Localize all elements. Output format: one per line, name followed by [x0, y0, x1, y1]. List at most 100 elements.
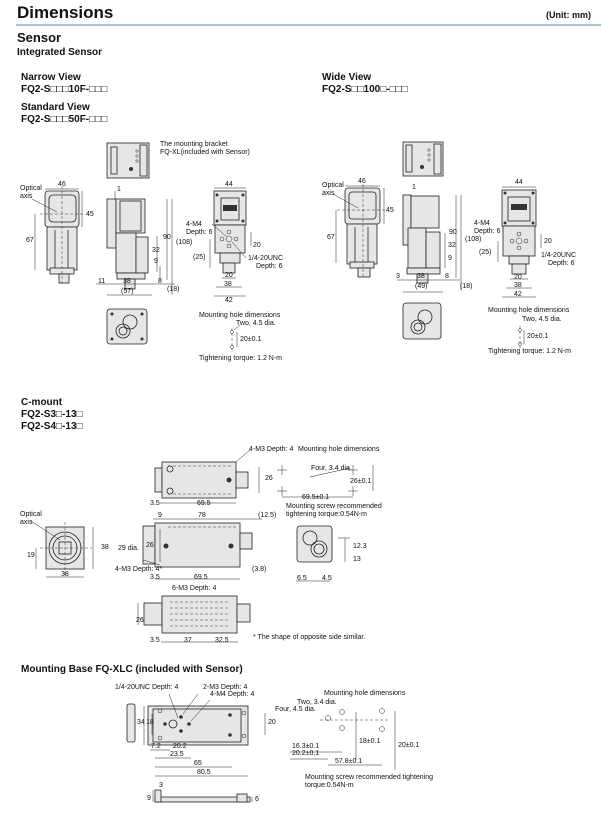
dim-label: 4.5	[322, 575, 332, 582]
dim-label: (108)	[176, 239, 193, 246]
dim-label: 44	[515, 179, 523, 186]
dim-label: 19	[27, 552, 35, 559]
dim-label: 20	[514, 274, 522, 281]
section-title: Sensor	[17, 30, 62, 45]
mount-hole-pitch: 20±0.1	[240, 336, 262, 343]
base-side-drawing	[126, 703, 136, 743]
dim-label: 32.5	[215, 637, 229, 644]
dim-label: 1	[412, 184, 416, 191]
mount-hole-pitch: 69.5±0.1	[302, 494, 330, 501]
dim-label: 9	[154, 258, 158, 265]
cmount-label: C-mount	[21, 397, 63, 408]
optical-axis-label: Optical	[20, 185, 42, 192]
dim-label: 8	[158, 278, 162, 285]
dim-label: 26	[265, 475, 273, 482]
dim-label: 20	[544, 238, 552, 245]
cmount-model-1: FQ2-S3□-13□	[21, 409, 83, 420]
dim-label: 69.5	[194, 574, 208, 581]
thread-label: 1/4-20UNC	[248, 255, 284, 262]
narrow-label: Narrow View	[21, 72, 81, 83]
dim-label: (108)	[465, 236, 482, 243]
dim-label: 46	[58, 181, 66, 188]
thread-label: Depth: 6	[186, 229, 213, 236]
torque-label: Mounting screw recommended tightening	[305, 774, 434, 781]
dim-label: 78	[198, 512, 206, 519]
dim-label: 3.5	[150, 500, 160, 507]
dim-label: 20	[253, 242, 261, 249]
dim-label: 65	[194, 760, 202, 767]
narrow-model: FQ2-S□□□10F-□□□	[21, 84, 108, 95]
mount-hole-pitch: 26±0.1	[350, 478, 372, 485]
thread-label: 1/4-20UNC Depth: 4	[115, 684, 179, 691]
dim-label: (18)	[167, 286, 180, 293]
dim-label: 90	[449, 229, 457, 236]
bracket-note-1: The mounting bracket	[160, 141, 228, 148]
dim-label: 37	[184, 637, 192, 644]
dim-label: (3.8)	[252, 566, 267, 573]
narrow-mount-hole-drawing	[230, 324, 241, 351]
thread-label: 4-M3 Depth: 4	[249, 446, 294, 453]
dim-label: 23.5	[170, 751, 184, 758]
torque-label: Mounting screw recommended	[286, 503, 382, 510]
dim-label: 38	[61, 571, 69, 578]
dim-label: 18	[146, 719, 154, 726]
torque-label: Tightening torque: 1.2 N-m	[199, 355, 283, 362]
dim-label: 42	[225, 297, 233, 304]
mount-hole-title: Mounting hole dimensions	[324, 690, 406, 697]
optical-axis-label: axis	[20, 519, 33, 526]
footnote: * The shape of opposite side similar.	[253, 634, 366, 641]
mount-hole-pitch: 20.2±0.1	[292, 750, 320, 757]
thread-label: 4-M4	[186, 221, 202, 228]
dim-label: 32	[448, 242, 456, 249]
wide-side-drawing	[397, 194, 462, 293]
wide-model: FQ2-S□□100□-□□□	[322, 84, 408, 95]
torque-label: tightening torque:0.54N-m	[286, 511, 367, 518]
mount-hole-pitch: 20±0.1	[398, 742, 420, 749]
base-top-drawing	[143, 693, 266, 777]
dim-label: 45	[386, 207, 394, 214]
dim-label: 38	[101, 544, 109, 551]
cmount-side-drawing	[142, 518, 262, 580]
thread-label: Depth: 6	[474, 228, 501, 235]
dim-label: (12.5)	[258, 512, 277, 519]
thread-label: Depth: 6	[548, 260, 575, 267]
mount-hole-spec: Four, 4.5 dia.	[275, 706, 316, 713]
mount-hole-title: Mounting hole dimensions	[298, 446, 380, 453]
wide-mount-hole-drawing	[518, 326, 525, 348]
mount-hole-title: Mounting hole dimensions	[488, 307, 570, 314]
dim-label: 11	[98, 278, 106, 285]
mount-hole-pitch: 16.3±0.1	[292, 743, 320, 750]
dim-label: 67	[327, 234, 335, 241]
dim-label: (57)	[121, 288, 134, 295]
dim-label: 80.5	[197, 769, 211, 776]
cmount-model-2: FQ2-S4□-13□	[21, 421, 83, 432]
dim-label: 8	[445, 273, 449, 280]
dim-label: 26	[146, 542, 154, 549]
thread-label: 2-M3 Depth: 4	[203, 684, 248, 691]
dim-label: 20.2	[173, 743, 187, 750]
cmount-bottom-drawing	[137, 595, 251, 643]
standard-label: Standard View	[21, 102, 90, 113]
dim-label: (25)	[193, 254, 206, 261]
dim-label: 9	[147, 795, 151, 802]
dim-label: 12.3	[353, 543, 367, 550]
dim-label: 9	[158, 512, 162, 519]
cmount-rear-drawing	[296, 525, 350, 582]
mount-hole-spec: Four, 3.4 dia.	[311, 465, 352, 472]
base-mount-hole-drawing	[290, 708, 396, 770]
bracket-note-2: FQ-XL(included with Sensor)	[160, 149, 250, 156]
mount-hole-spec: Two, 4.5 dia.	[236, 320, 276, 327]
dim-label: 29 dia.	[118, 545, 140, 552]
dim-label: 38	[123, 278, 131, 285]
cmount-front-drawing	[30, 520, 94, 578]
dim-label: 7.2	[151, 743, 161, 750]
dim-label: 90	[163, 234, 171, 241]
dim-label: 34	[137, 719, 145, 726]
optical-axis-label: axis	[20, 193, 33, 200]
narrow-front-drawing	[31, 186, 84, 285]
dim-label: (25)	[479, 249, 492, 256]
dim-label: 32	[152, 247, 160, 254]
narrow-back-drawing	[209, 187, 252, 297]
wide-front-drawing	[332, 184, 385, 278]
